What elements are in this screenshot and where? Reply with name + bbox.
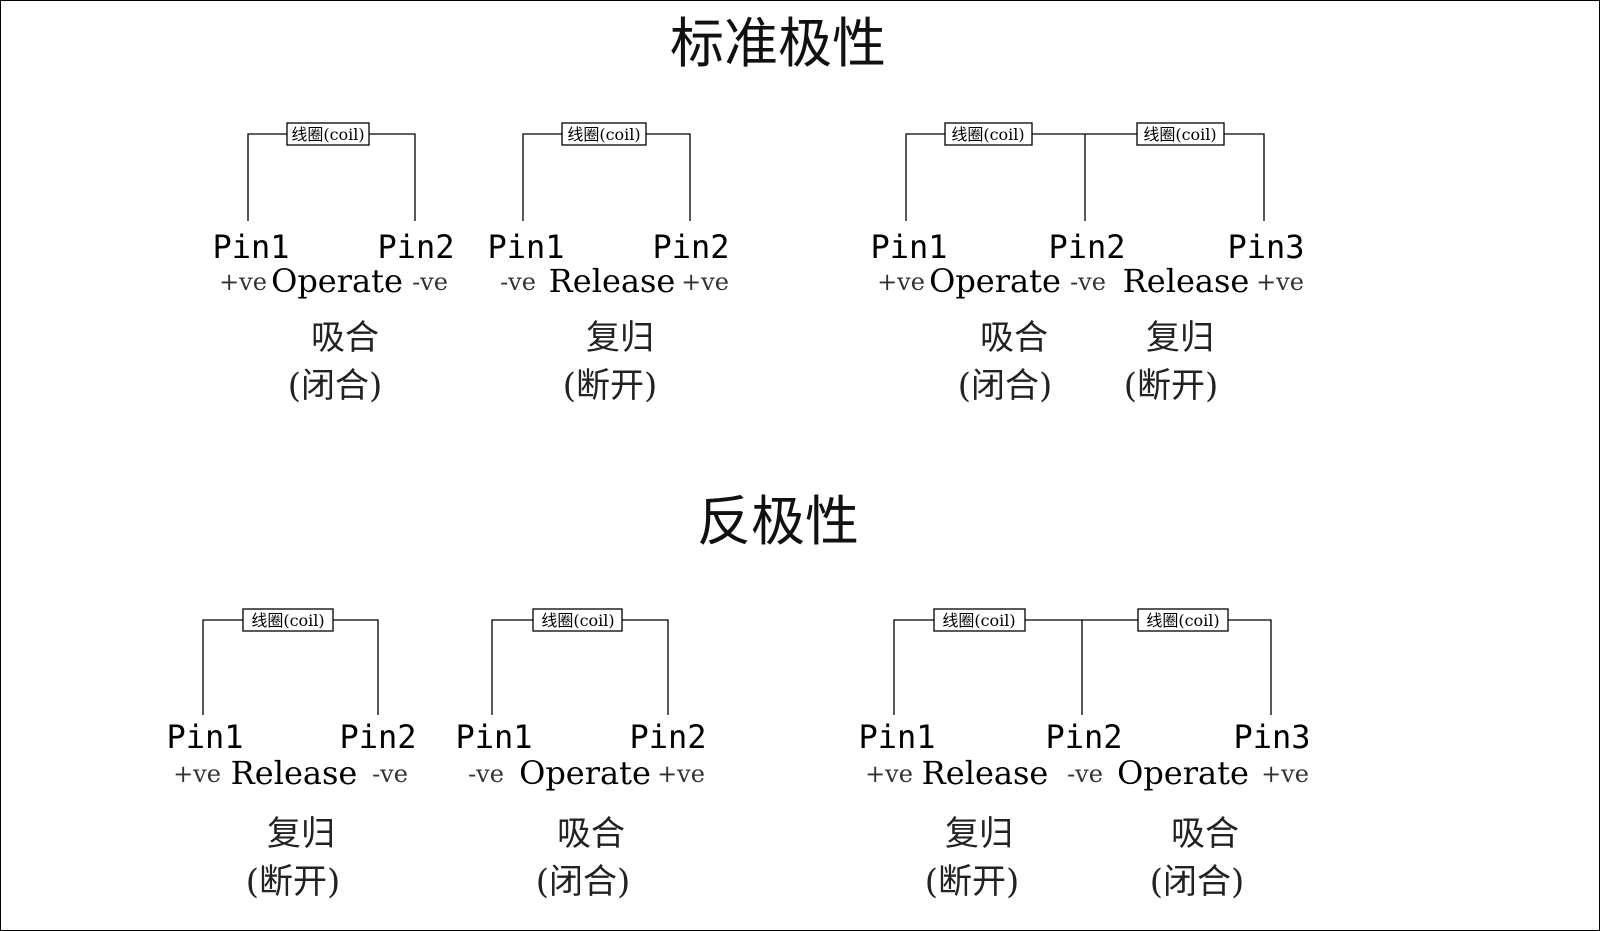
pin2-label: Pin2	[1048, 228, 1125, 266]
state-sub-right: (闭合)	[1150, 862, 1245, 902]
pin2-polarity: -ve	[1067, 760, 1103, 788]
state-main: 吸合	[311, 318, 379, 358]
coil-label: 线圈(coil)	[251, 611, 324, 630]
pin2-polarity: +ve	[681, 268, 729, 296]
action-label-left: Operate	[929, 262, 1061, 300]
pin1-polarity: +ve	[865, 760, 913, 788]
pin3-polarity: +ve	[1261, 760, 1309, 788]
state-main: 复归	[586, 318, 654, 358]
coil-diagram-5: 线圈(coil) Pin1 Pin2 -ve Operate +ve 吸合 (闭…	[455, 608, 707, 902]
state-main-right: 吸合	[1171, 814, 1239, 854]
coil-wire	[247, 133, 416, 221]
state-sub-left: (闭合)	[958, 366, 1053, 406]
action-label: Operate	[271, 262, 403, 300]
pin1-label: Pin1	[487, 228, 564, 266]
pin1-polarity: +ve	[173, 760, 221, 788]
pin1-label: Pin1	[858, 718, 935, 756]
pin1-polarity: -ve	[468, 760, 504, 788]
coil-box	[561, 122, 647, 146]
coil-diagram-1: 线圈(coil) Pin1 Pin2 +ve Operate -ve 吸合 (闭…	[212, 122, 455, 406]
pin1-polarity: +ve	[219, 268, 267, 296]
coil-diagram-2: 线圈(coil) Pin1 Pin2 -ve Release +ve 复归 (断…	[487, 122, 730, 406]
coil-box-right	[1137, 608, 1229, 632]
pin2-label: Pin2	[1045, 718, 1122, 756]
state-main: 复归	[267, 814, 335, 854]
state-main-left: 吸合	[980, 318, 1048, 358]
pin2-label: Pin2	[377, 228, 454, 266]
action-label: Release	[549, 262, 676, 300]
pin2-polarity: +ve	[657, 760, 705, 788]
pin2-label: Pin2	[629, 718, 706, 756]
section-reverse-polarity: 反极性 线圈(coil) Pin1 Pin2 +ve Release -ve 复…	[166, 490, 1310, 902]
pin1-label: Pin1	[212, 228, 289, 266]
state-sub-left: (断开)	[925, 862, 1020, 902]
coil-label: 线圈(coil)	[567, 125, 640, 144]
action-label-left: Release	[922, 754, 1049, 792]
pin3-label: Pin3	[1233, 718, 1310, 756]
section-standard-polarity: 标准极性 线圈(coil) Pin1 Pin2 +ve Operate -ve …	[212, 12, 1304, 406]
coil-label: 线圈(coil)	[541, 611, 614, 630]
pin2-label: Pin2	[652, 228, 729, 266]
pin2-polarity: -ve	[412, 268, 448, 296]
state-main-right: 复归	[1146, 318, 1214, 358]
section-title: 反极性	[697, 490, 859, 553]
coil-diagram-3: 线圈(coil) 线圈(coil) Pin1 Pin2 Pin3 +ve Ope…	[870, 122, 1305, 406]
section-title: 标准极性	[670, 12, 886, 75]
coil-box	[532, 608, 623, 632]
coil-diagram-6: 线圈(coil) 线圈(coil) Pin1 Pin2 Pin3 +ve Rel…	[858, 608, 1311, 902]
coil-box-right	[1136, 122, 1225, 146]
state-sub: (断开)	[246, 862, 341, 902]
state-sub-right: (断开)	[1124, 366, 1219, 406]
pin1-label: Pin1	[166, 718, 243, 756]
state-main: 吸合	[557, 814, 625, 854]
coil-box-left	[933, 608, 1026, 632]
state-sub: (断开)	[563, 366, 658, 406]
coil-box	[286, 122, 370, 146]
coil-label: 线圈(coil)	[942, 611, 1015, 630]
pin2-polarity: -ve	[372, 760, 408, 788]
state-main-left: 复归	[945, 814, 1013, 854]
pin3-polarity: +ve	[1256, 268, 1304, 296]
pin1-label: Pin1	[870, 228, 947, 266]
coil-wire	[905, 133, 1265, 221]
coil-wire	[893, 619, 1272, 715]
coil-diagram-4: 线圈(coil) Pin1 Pin2 +ve Release -ve 复归 (断…	[166, 608, 417, 902]
pin3-label: Pin3	[1227, 228, 1304, 266]
action-label: Release	[231, 754, 358, 792]
coil-box-left	[944, 122, 1033, 146]
pin1-polarity: -ve	[500, 268, 536, 296]
action-label-right: Release	[1123, 262, 1250, 300]
coil-wire	[491, 619, 669, 715]
state-sub: (闭合)	[288, 366, 383, 406]
pin1-label: Pin1	[455, 718, 532, 756]
coil-label: 线圈(coil)	[291, 125, 364, 144]
coil-wire	[202, 619, 379, 715]
pin1-polarity: +ve	[877, 268, 925, 296]
state-sub: (闭合)	[536, 862, 631, 902]
coil-label: 线圈(coil)	[1146, 611, 1219, 630]
coil-label: 线圈(coil)	[951, 125, 1024, 144]
action-label-right: Operate	[1117, 754, 1249, 792]
pin2-polarity: -ve	[1070, 268, 1106, 296]
coil-wire	[522, 133, 691, 221]
coil-box	[242, 608, 334, 632]
pin2-label: Pin2	[339, 718, 416, 756]
action-label: Operate	[519, 754, 651, 792]
coil-label: 线圈(coil)	[1143, 125, 1216, 144]
